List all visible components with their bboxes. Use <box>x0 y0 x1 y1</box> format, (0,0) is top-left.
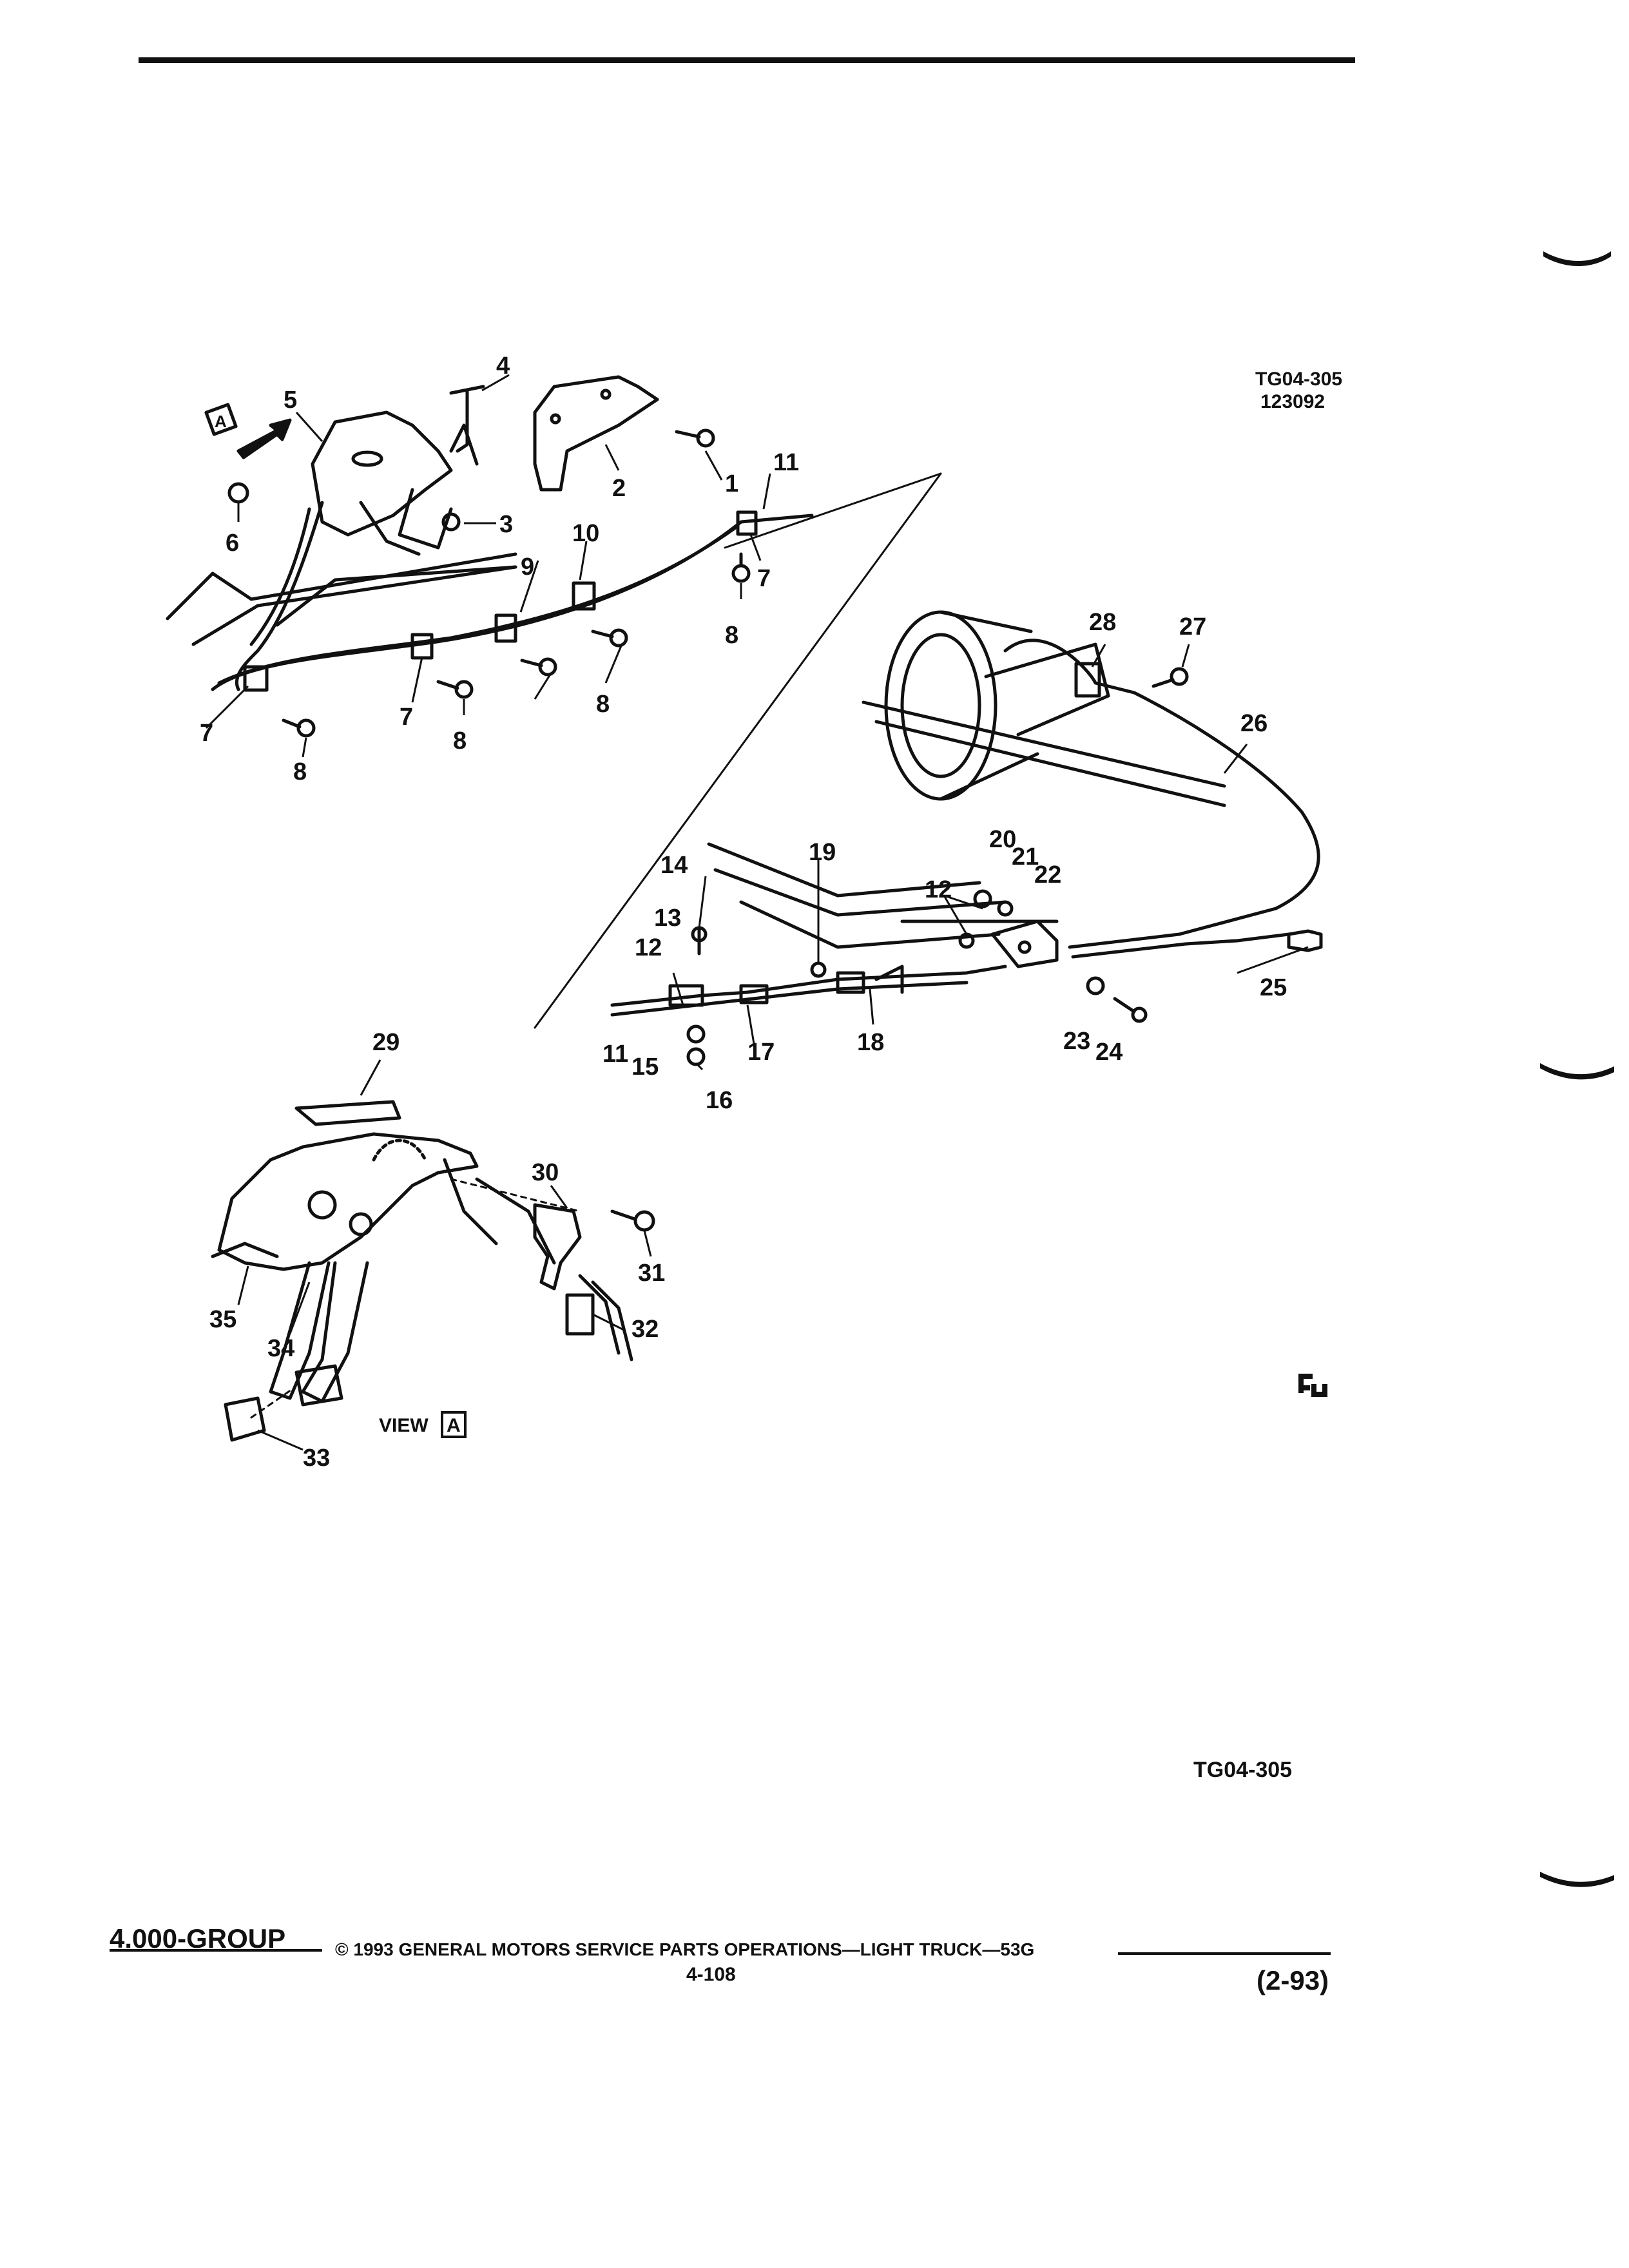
callout-27: 27 <box>1179 613 1206 640</box>
cable-clip <box>1074 662 1101 698</box>
callout-31: 31 <box>638 1260 665 1287</box>
detail-divider <box>534 472 942 1029</box>
callout-4: 4 <box>496 352 510 380</box>
nut-icon <box>810 961 827 978</box>
footer-date: (2-93) <box>1257 1965 1329 1995</box>
pedal-pad <box>294 1364 343 1407</box>
callout-11-lower: 11 <box>602 1041 628 1068</box>
svg-text:VIEW: VIEW <box>379 1415 429 1436</box>
svg-text:A: A <box>447 1415 461 1436</box>
footer-page-number: 4-108 <box>686 1964 736 1985</box>
callout-12-left: 12 <box>635 934 662 961</box>
callout-35: 35 <box>209 1306 236 1333</box>
top-rule <box>139 57 1355 63</box>
view-a-arrow-icon: A <box>204 403 292 459</box>
callout-13: 13 <box>654 905 681 932</box>
bolt-icon <box>691 926 708 956</box>
release-lever <box>533 1203 595 1336</box>
floor-rail <box>166 552 517 646</box>
rear-cable <box>1003 639 1320 949</box>
callout-14: 14 <box>660 852 688 879</box>
release-handle <box>449 385 485 453</box>
cable-clip <box>243 665 269 692</box>
intermediate-cable <box>610 965 1007 1007</box>
bolt-icon <box>441 512 461 532</box>
nut-icon <box>997 900 1014 917</box>
bolt-icon <box>436 680 474 699</box>
brake-drum <box>862 610 1226 807</box>
footer-copyright: © 1993 GENERAL MOTORS SERVICE PARTS OPER… <box>335 1939 1035 1959</box>
callout-34: 34 <box>267 1335 294 1362</box>
callout-7-lower: 7 <box>200 720 213 747</box>
bolt-icon <box>1152 667 1189 688</box>
callout-22: 22 <box>1034 861 1061 889</box>
gm-logo-icon <box>1298 1374 1327 1397</box>
callout-17: 17 <box>747 1039 775 1066</box>
pedal-bracket <box>311 410 479 556</box>
callout-3: 3 <box>499 511 513 538</box>
bolt-icon <box>675 428 715 448</box>
footer-rule-right <box>1118 1952 1331 1955</box>
callout-10: 10 <box>572 520 599 547</box>
footer-rule-left <box>110 1949 322 1952</box>
pedal-assembly <box>211 1100 633 1442</box>
view-a-label: VIEW A <box>379 1411 467 1438</box>
callout-26: 26 <box>1240 710 1268 737</box>
figure-reference: TG04-305 123092 <box>1255 369 1342 413</box>
binder-edge-marks <box>1540 251 1614 1887</box>
callout-33: 33 <box>303 1445 330 1472</box>
callout-5: 5 <box>284 387 297 414</box>
callout-12-right: 12 <box>925 876 952 903</box>
washer-icon <box>1086 976 1105 995</box>
callout-28: 28 <box>1089 609 1116 636</box>
bolt-icon <box>282 718 316 738</box>
callout-7-middle: 7 <box>400 704 413 731</box>
callout-16: 16 <box>706 1087 733 1114</box>
bracket-plate <box>990 919 1059 968</box>
footer-group: 4.000-GROUP <box>110 1923 286 1954</box>
bolt-icon <box>731 552 751 583</box>
bolt-icon <box>520 657 557 677</box>
bolt-icon <box>591 628 628 648</box>
equalizer <box>668 965 904 1007</box>
svg-text:A: A <box>215 412 227 431</box>
callout-9: 9 <box>521 553 534 581</box>
figure-id-bottom: TG04-305 <box>1193 1758 1293 1782</box>
callout-15: 15 <box>631 1053 659 1081</box>
frame-rail <box>707 842 1059 949</box>
callout-1: 1 <box>725 470 738 497</box>
cable-clip <box>494 613 517 643</box>
callout-18: 18 <box>857 1029 884 1056</box>
cable-clip <box>736 510 758 536</box>
callout-8-lower: 8 <box>293 758 307 785</box>
nut-icon <box>227 482 249 504</box>
bolt-icon <box>610 1209 655 1232</box>
nut-icon <box>686 1024 706 1044</box>
callout-8-right: 8 <box>596 691 610 718</box>
figure-id: TG04-305 <box>1255 369 1343 390</box>
callout-6: 6 <box>226 530 239 557</box>
cable-clip <box>572 581 596 611</box>
callout-25: 25 <box>1260 974 1287 1001</box>
callout-23: 23 <box>1063 1028 1090 1055</box>
callout-20: 20 <box>989 826 1016 853</box>
callout-2: 2 <box>612 475 626 502</box>
callout-7-upper: 7 <box>757 565 771 592</box>
nut-icon <box>686 1047 706 1066</box>
figure-date: 123092 <box>1260 390 1325 412</box>
pedal-pad <box>224 1396 266 1442</box>
callout-8-upper: 8 <box>725 622 738 649</box>
bolt-icon <box>1113 997 1148 1023</box>
nut-icon <box>973 889 992 908</box>
callout-21: 21 <box>1012 843 1039 870</box>
callout-19: 19 <box>809 839 836 866</box>
callout-32: 32 <box>631 1316 659 1343</box>
callout-8-middle: 8 <box>453 727 467 754</box>
callout-29: 29 <box>372 1029 400 1056</box>
callout-24: 24 <box>1095 1039 1123 1066</box>
mounting-bracket <box>533 375 659 492</box>
callout-30: 30 <box>532 1159 559 1186</box>
callout-11-upper: 11 <box>773 449 799 476</box>
